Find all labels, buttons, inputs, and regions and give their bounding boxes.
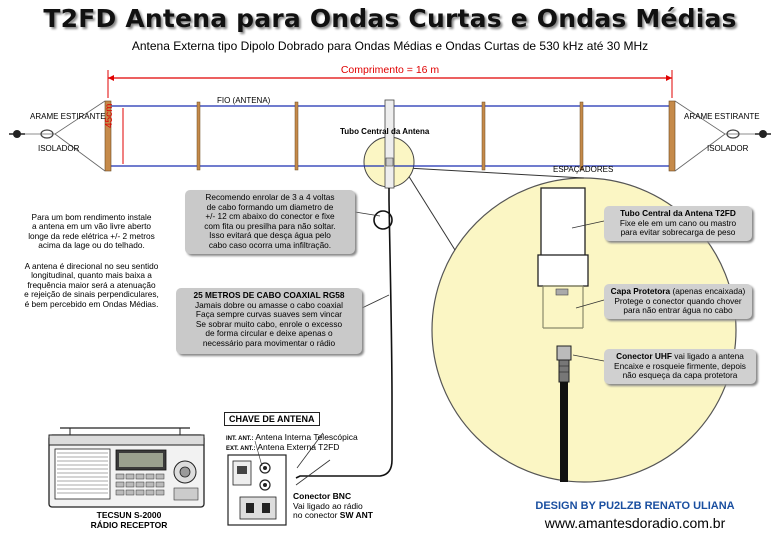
central-tube <box>384 99 395 189</box>
uhf-connector <box>556 345 572 361</box>
cable-note-box: 25 METROS DE CABO COAXIAL RG58 Jamais do… <box>176 288 362 354</box>
radio-model: TECSUN S-2000 <box>96 510 162 520</box>
right-wire-label: ARAME ESTIRANTE <box>684 112 760 121</box>
install-note-line: longe da rede elétrica +/- 2 metros <box>28 230 155 241</box>
right-end-bar <box>668 100 676 172</box>
radio-back-panel <box>227 454 287 526</box>
cable-note-line: necessário para movimentar o rádio <box>202 337 336 348</box>
uhf-detail-line: não esqueça da capa protetora <box>622 370 738 380</box>
cable-note-line: Jamais dobre ou amasse o cabo coaxial <box>194 299 344 310</box>
cable-note-line: de forma circular e deixe apenas o <box>205 328 333 338</box>
tube-label: Tubo Central da Antena <box>340 127 430 136</box>
cable-coil <box>373 210 393 230</box>
cap-detail-line: para não entrar água no cabo <box>623 305 733 315</box>
radio-receiver-drawing <box>48 427 205 508</box>
cap-detail-top <box>537 254 589 287</box>
cap-detail-title: Capa Protetora <box>610 286 671 296</box>
left-end-bar <box>104 100 112 172</box>
direction-note-line: longitudinal, quanto mais baixa a <box>31 270 152 281</box>
coil-note-line: +/- 12 cm abaixo do conector e fixe <box>205 211 335 221</box>
spacer <box>481 101 486 171</box>
tube-detail-title: Tubo Central da Antena T2FD <box>620 208 736 218</box>
coil-note-line: de cabo formando um diametro de <box>206 201 334 212</box>
zoom-line-bottom <box>407 174 456 251</box>
switch-int-code: INT. ANT.: <box>226 436 254 442</box>
bnc-label: Conector BNC Vai ligado ao rádio no cone… <box>293 491 373 521</box>
left-insulator-label: ISOLADOR <box>38 144 80 153</box>
spacer <box>196 101 201 171</box>
design-credit: DESIGN BY PU2LZB RENATO ULIANA <box>535 500 735 512</box>
website-link[interactable]: www.amantesdoradio.com.br <box>544 515 726 531</box>
height-label: 45cm <box>104 103 115 128</box>
radio-type: RÁDIO RECEPTOR <box>90 520 168 530</box>
right-insulator-label: ISOLADOR <box>707 144 749 153</box>
coax-cable <box>295 188 393 479</box>
tube-detail-line: Fixe ele em um cano ou mastro <box>619 217 737 228</box>
direction-note-line: é bem percebido em Ondas Médias. <box>24 298 159 309</box>
uhf-detail-line: Encaixe e rosqueie firmente, depois <box>614 360 746 371</box>
radio-caption: TECSUN S-2000 RÁDIO RECEPTOR <box>70 510 188 530</box>
bnc-line: no conector <box>293 510 340 520</box>
switch-title: CHAVE DE ANTENA <box>224 412 320 426</box>
cable-note-line: Se sobrar muito cabo, enrole o excesso <box>195 318 343 329</box>
tube-detail-label: Tubo Central da Antena T2FD Fixe ele em … <box>604 206 752 241</box>
switch-ext-code: EXT. ANT.: <box>226 446 256 452</box>
zoom-line-top <box>406 167 585 179</box>
uhf-detail-title: Conector UHF <box>616 351 672 361</box>
coil-note-line: cabo caso ocorra uma infiltração. <box>208 239 332 250</box>
install-note-line: acima da lage ou do telhado. <box>38 240 145 251</box>
tube-detail <box>540 187 586 261</box>
switch-ext-row: EXT. ANT.: Antena Externa T2FD <box>226 442 339 452</box>
install-note-line: a antena em um vão livre aberto <box>32 221 151 232</box>
cable-note-line: Faça sempre curvas suaves sem vincar <box>195 309 343 319</box>
bnc-line: Vai ligado ao rádio <box>293 500 363 511</box>
coil-note-line: com fita ou presilha para não soltar. <box>204 220 336 231</box>
direction-note: A antena é direcional no seu sentido lon… <box>14 261 169 309</box>
install-note: Para um bom rendimento instale a antena … <box>14 212 169 251</box>
bnc-title: Conector BNC <box>293 491 352 501</box>
install-note-line: Para um bom rendimento instale <box>31 212 152 222</box>
right-insulator <box>726 129 740 139</box>
cap-detail-label: Capa Protetora (apenas encaixada) Proteg… <box>604 284 752 319</box>
cap-detail-ghost <box>542 285 584 329</box>
switch-ext-text: Antena Externa T2FD <box>257 442 340 452</box>
switch-int-row: INT. ANT.: Antena Interna Telescópica <box>226 432 358 442</box>
cap-detail-suffix: (apenas encaixada) <box>670 286 746 296</box>
direction-note-line: frequência maior será a atenuação <box>27 279 156 290</box>
uhf-detail-label: Conector UHF vai ligado a antena Encaixe… <box>604 349 756 384</box>
left-wire-label: ARAME ESTIRANTE <box>30 112 106 121</box>
tube-detail-line: para evitar sobrecarga de peso <box>620 227 736 237</box>
spacers-label: ESPAÇADORES <box>553 165 614 174</box>
page-subtitle: Antena Externa tipo Dipolo Dobrado para … <box>131 39 649 53</box>
spacer <box>579 101 584 171</box>
coil-note-line: Isso evitará que desça água pelo <box>209 230 331 240</box>
spacer <box>294 101 299 171</box>
uhf-detail-suffix: vai ligado a antena <box>671 351 744 361</box>
cap-detail-line: Protege o conector quando chover <box>614 295 742 306</box>
direction-note-line: A antena é direcional no seu sentido <box>24 261 159 271</box>
coil-note-line: Recomendo enrolar de 3 a 4 voltas <box>205 192 335 202</box>
wire-label: FIO (ANTENA) <box>217 96 271 105</box>
spacers <box>196 101 584 171</box>
cable-note-title: 25 METROS DE CABO COAXIAL RG58 <box>193 290 345 300</box>
direction-note-line: e rejeição de sinais perpendiculares, <box>24 289 159 300</box>
length-arrow-right <box>666 75 672 81</box>
coil-note-box: Recomendo enrolar de 3 a 4 voltas de cab… <box>185 190 355 254</box>
bnc-port: SW ANT <box>339 510 373 520</box>
page-title: T2FD Antena para Ondas Curtas e Ondas Mé… <box>43 4 737 33</box>
detail-cable <box>560 382 568 482</box>
length-arrow-left <box>108 75 114 81</box>
length-label: Comprimento = 16 m <box>340 64 440 76</box>
left-insulator <box>40 129 54 139</box>
switch-int-text: Antena Interna Telescópica <box>255 432 358 442</box>
